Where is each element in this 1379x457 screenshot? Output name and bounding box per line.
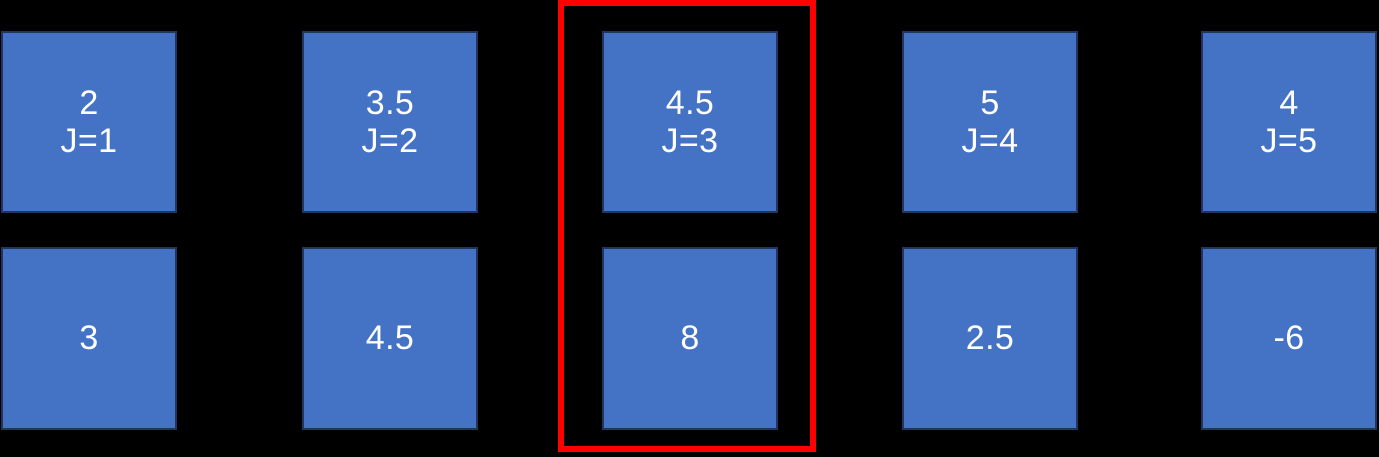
array-cell-top-4[interactable]: 5 J=4: [902, 31, 1078, 213]
cell-index-label: J=3: [661, 122, 719, 160]
array-cell-bottom-2[interactable]: 4.5: [302, 247, 478, 430]
cell-value: 8: [680, 319, 700, 358]
array-cell-top-2[interactable]: 3.5 J=2: [302, 31, 478, 213]
array-cell-bottom-5[interactable]: -6: [1201, 247, 1377, 430]
cell-value: 2.5: [965, 319, 1015, 358]
array-cell-top-3[interactable]: 4.5 J=3: [602, 31, 778, 213]
cell-index-label: J=4: [961, 122, 1019, 160]
cell-value: 3.5: [365, 83, 415, 122]
cell-value: 3: [79, 319, 99, 358]
cell-value: 4.5: [665, 83, 715, 122]
array-cell-top-5[interactable]: 4 J=5: [1201, 31, 1377, 213]
array-cell-bottom-4[interactable]: 2.5: [902, 247, 1078, 430]
cell-value: 5: [980, 83, 1000, 122]
cell-value: 2: [79, 83, 99, 122]
array-cell-bottom-3[interactable]: 8: [602, 247, 778, 430]
cell-index-label: J=1: [60, 122, 118, 160]
cell-index-label: J=2: [361, 122, 419, 160]
cell-value: -6: [1273, 319, 1305, 358]
cell-index-label: J=5: [1260, 122, 1318, 160]
cell-value: 4: [1279, 83, 1299, 122]
array-cell-top-1[interactable]: 2 J=1: [1, 31, 177, 213]
cell-value: 4.5: [365, 319, 415, 358]
array-cell-bottom-1[interactable]: 3: [1, 247, 177, 430]
